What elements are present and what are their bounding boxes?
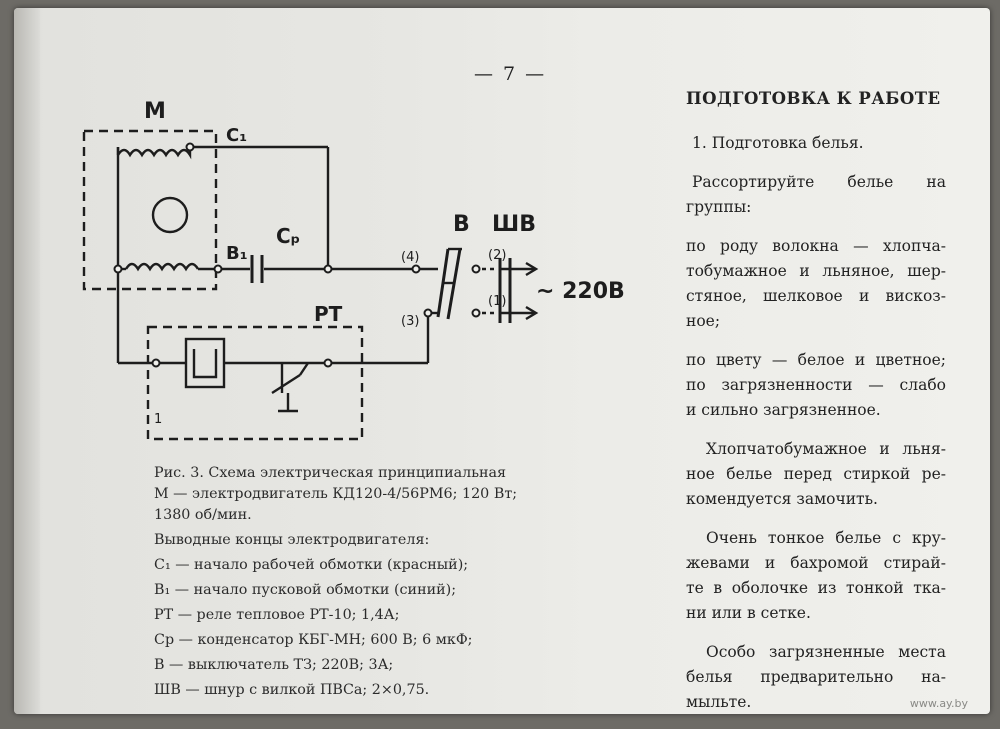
terminal-4: (4)	[401, 250, 419, 265]
label-b1: В₁	[226, 243, 248, 264]
caption-shv: ШВ — шнур с вилкой ПВСа; 2×0,75.	[154, 682, 430, 698]
paragraph-sort: Рассортируйте белье на группы:	[686, 173, 946, 216]
right-column: ПОДГОТОВКА К РАБОТЕ 1. Подготовка белья.…	[686, 86, 946, 729]
caption-c1: С₁ — начало рабочей обмотки (красный);	[154, 557, 469, 573]
caption-motor-line1: М — электродвигатель КД120-4/56РМ6; 120 …	[154, 486, 518, 502]
caption-title: Рис. 3. Схема электрическая принципиальн…	[154, 465, 507, 481]
circuit-diagram: М С₁ В₁ Сₚ В ШВ РТ (4) (3) (2) (1) ~ 220…	[82, 99, 625, 441]
voltage-label: ~ 220В	[536, 279, 625, 304]
page-number: — 7 —	[474, 63, 547, 85]
caption-cp: Ср — конденсатор КБГ-МН; 600 В; 6 мкФ;	[154, 632, 473, 648]
paragraph-soak: Хлопчатобумажное и льня- ное белье перед…	[686, 440, 946, 508]
relay-dashed-box	[146, 325, 364, 441]
relay-coil	[184, 337, 226, 389]
paragraph-delicate: Очень тонкое белье с кру- жевами и бахро…	[686, 529, 946, 622]
caption-rt: РТ — реле тепловое РТ-10; 1,4А;	[154, 607, 400, 623]
paragraph-fiber: по роду волокна — хлопча- тобумажное и л…	[686, 237, 946, 330]
work-winding	[116, 147, 192, 160]
subheading: 1. Подготовка белья.	[692, 134, 864, 152]
terminal-3: (3)	[401, 314, 419, 329]
section-heading: ПОДГОТОВКА К РАБОТЕ	[686, 89, 941, 108]
document-page: — 7 —	[14, 8, 990, 714]
figure-caption: Рис. 3. Схема электрическая принципиальн…	[154, 463, 534, 701]
motor-dashed-box	[82, 129, 218, 291]
label-c1: С₁	[226, 125, 247, 146]
mark-1: 1	[154, 412, 162, 427]
caption-ends-title: Выводные концы электродвигателя:	[154, 532, 430, 548]
caption-b1: В₁ — начало пусковой обмотки (синий);	[154, 582, 457, 598]
caption-motor-line2: 1380 об/мин.	[154, 507, 252, 523]
paragraph-color: по цвету — белое и цветное; по загрязнен…	[686, 351, 946, 419]
rotor-circle	[151, 196, 189, 234]
terminal-2: (2)	[488, 248, 506, 263]
caption-b: В — выключатель ТЗ; 220В; 3А;	[154, 657, 394, 673]
label-m: М	[144, 99, 166, 124]
label-switch: В	[453, 212, 470, 237]
label-cp: Сₚ	[276, 224, 300, 248]
label-shv: ШВ	[492, 212, 536, 237]
terminal-1: (1)	[488, 294, 506, 309]
paragraph-stains: Особо загрязненные места белья предварит…	[686, 643, 946, 711]
page-spine	[14, 8, 40, 714]
label-rt: РТ	[314, 302, 343, 326]
start-winding	[124, 262, 200, 272]
watermark: www.ay.by	[909, 697, 968, 710]
